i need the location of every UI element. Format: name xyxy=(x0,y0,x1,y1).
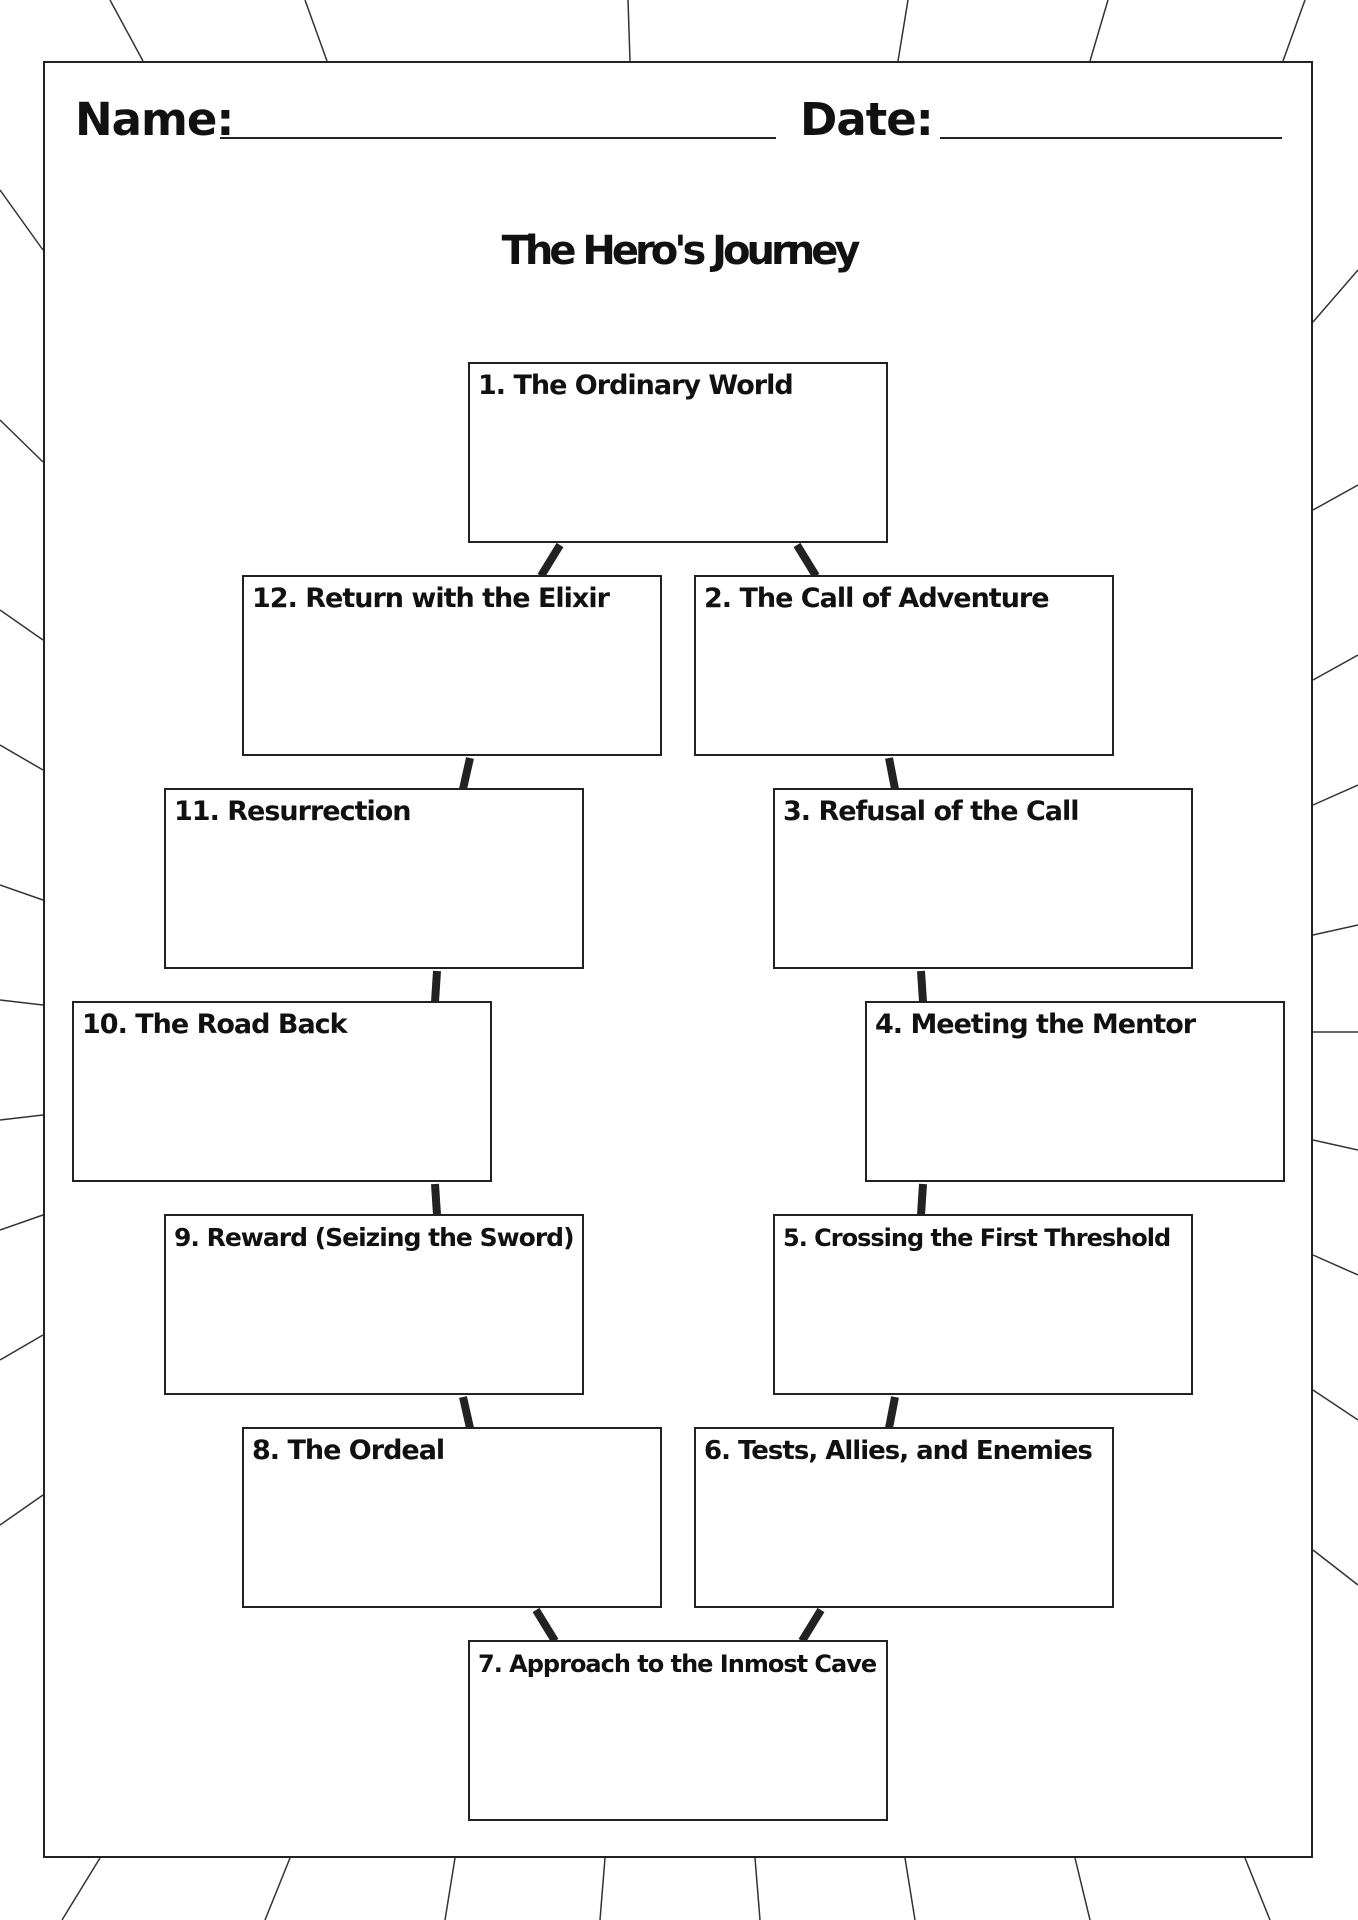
connector-9-8 xyxy=(459,1396,474,1429)
stage-box-12[interactable]: 12. Return with the Elixir xyxy=(242,575,662,756)
connector-2-3 xyxy=(885,757,899,790)
date-label: Date: xyxy=(800,93,934,146)
stage-box-1[interactable]: 1. The Ordinary World xyxy=(468,362,888,543)
stage-label-4: 4. Meeting the Mentor xyxy=(875,1009,1196,1040)
stage-box-6[interactable]: 6. Tests, Allies, and Enemies xyxy=(694,1427,1114,1608)
stage-label-5: 5. Crossing the First Threshold xyxy=(783,1224,1171,1252)
stage-box-10[interactable]: 10. The Road Back xyxy=(72,1001,492,1182)
connector-1-12 xyxy=(537,542,564,579)
name-label: Name: xyxy=(75,93,234,146)
stage-label-1: 1. The Ordinary World xyxy=(478,370,794,401)
connector-5-6 xyxy=(885,1396,899,1429)
name-field[interactable] xyxy=(220,137,776,139)
stage-box-2[interactable]: 2. The Call of Adventure xyxy=(694,575,1114,756)
stage-box-9[interactable]: 9. Reward (Seizing the Sword) xyxy=(164,1214,584,1395)
date-field[interactable] xyxy=(940,137,1282,139)
stage-label-9: 9. Reward (Seizing the Sword) xyxy=(174,1223,575,1252)
connector-8-7 xyxy=(532,1607,559,1644)
connector-11-10 xyxy=(431,970,441,1003)
stage-label-8: 8. The Ordeal xyxy=(252,1435,445,1466)
stage-label-10: 10. The Road Back xyxy=(82,1009,348,1040)
stage-label-11: 11. Resurrection xyxy=(174,796,412,827)
connector-10-9 xyxy=(431,1183,441,1216)
stage-box-11[interactable]: 11. Resurrection xyxy=(164,788,584,969)
stage-label-7: 7. Approach to the Inmost Cave xyxy=(478,1650,877,1678)
page-title: The Hero's Journey xyxy=(501,228,861,274)
connector-4-5 xyxy=(917,1183,927,1216)
stage-label-6: 6. Tests, Allies, and Enemies xyxy=(704,1436,1093,1466)
connector-12-11 xyxy=(459,757,474,790)
stage-label-12: 12. Return with the Elixir xyxy=(252,583,610,614)
stage-box-7[interactable]: 7. Approach to the Inmost Cave xyxy=(468,1640,888,1821)
stage-box-4[interactable]: 4. Meeting the Mentor xyxy=(865,1001,1285,1182)
stage-label-3: 3. Refusal of the Call xyxy=(783,796,1080,827)
connector-1-2 xyxy=(793,542,820,579)
connector-6-7 xyxy=(798,1607,825,1644)
stage-box-3[interactable]: 3. Refusal of the Call xyxy=(773,788,1193,969)
connector-3-4 xyxy=(917,970,927,1003)
stage-label-2: 2. The Call of Adventure xyxy=(704,583,1050,614)
stage-box-8[interactable]: 8. The Ordeal xyxy=(242,1427,662,1608)
stage-box-5[interactable]: 5. Crossing the First Threshold xyxy=(773,1214,1193,1395)
